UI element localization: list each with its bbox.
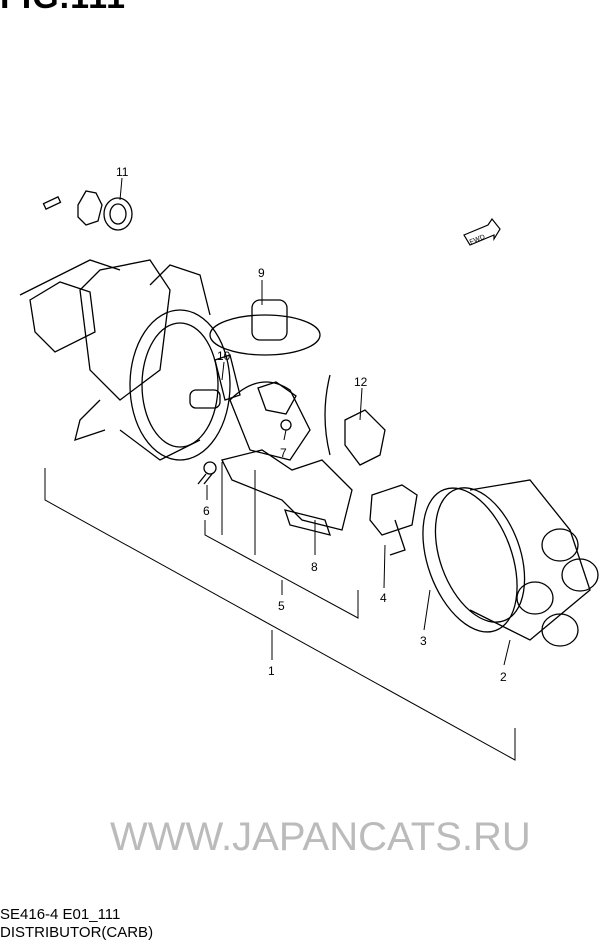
part-12-clip[interactable] <box>344 409 386 466</box>
diagram-name: DISTRIBUTOR(CARB) <box>0 924 154 941</box>
figure-title: FIG.111 <box>0 0 126 17</box>
callout-10[interactable]: 10 <box>217 349 231 363</box>
part-11-drive-gear[interactable] <box>42 190 133 231</box>
diagram-code: SE416-4 E01_111 <box>0 906 121 923</box>
callout-5[interactable]: 5 <box>278 599 285 613</box>
part-3-gasket[interactable] <box>405 475 535 645</box>
callout-6[interactable]: 6 <box>203 504 210 518</box>
callout-2[interactable]: 2 <box>500 670 507 684</box>
part-6-screw[interactable] <box>197 461 217 485</box>
watermark: WWW.JAPANCATS.RU <box>110 815 531 859</box>
callout-3[interactable]: 3 <box>420 634 427 648</box>
callout-7[interactable]: 7 <box>280 446 287 460</box>
fwd-label: FWD <box>469 234 486 246</box>
part-1-distributor-housing[interactable] <box>19 259 231 461</box>
callout-4[interactable]: 4 <box>380 591 387 605</box>
leader-lines <box>44 177 516 761</box>
callout-1[interactable]: 1 <box>268 664 275 678</box>
callout-12[interactable]: 12 <box>354 375 368 389</box>
part-10-pickup[interactable] <box>214 354 241 401</box>
part-2-distributor-cap[interactable] <box>418 476 599 647</box>
part-8-breaker-plate[interactable] <box>221 449 353 536</box>
fwd-arrow-icon: FWD <box>463 217 501 246</box>
callout-9[interactable]: 9 <box>258 266 265 280</box>
callout-8[interactable]: 8 <box>311 560 318 574</box>
part-9-signal-rotor[interactable] <box>209 299 321 356</box>
callout-11[interactable]: 11 <box>116 165 129 179</box>
part-4-rotor[interactable] <box>369 484 418 556</box>
